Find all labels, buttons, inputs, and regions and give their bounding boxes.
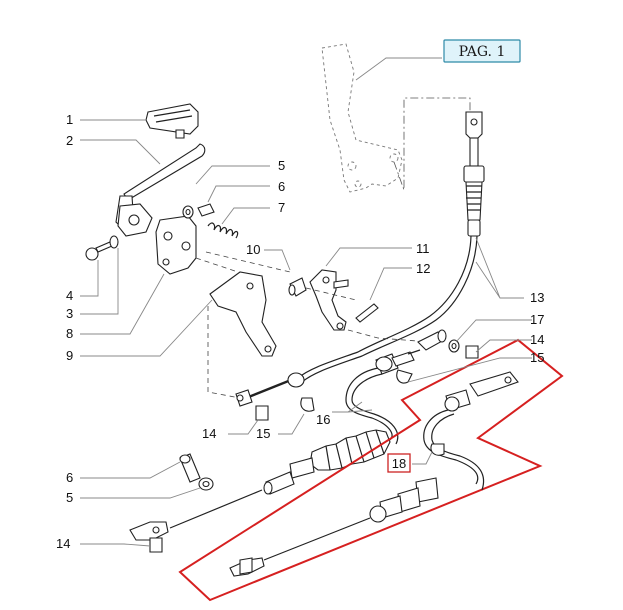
callout-14-center[interactable]: 14	[202, 426, 216, 441]
selector-cable-13[interactable]	[297, 111, 485, 383]
callout-5-lower[interactable]: 5	[66, 490, 73, 505]
callout-3[interactable]: 3	[66, 306, 73, 321]
leader-lines	[80, 119, 532, 547]
callout-17[interactable]: 17	[530, 312, 544, 327]
callout-6-lower[interactable]: 6	[66, 470, 73, 485]
clip-14-lower[interactable]	[149, 537, 163, 553]
callout-2[interactable]: 2	[66, 133, 73, 148]
lever-9[interactable]	[209, 271, 277, 357]
pin-12[interactable]	[355, 303, 379, 323]
page-reference-box[interactable]: PAG. 1	[443, 39, 521, 63]
washer-6-top[interactable]	[182, 205, 194, 219]
clip-14-upper[interactable]	[465, 345, 479, 359]
callout-18-box[interactable]: 18	[387, 453, 411, 473]
callout-6-top[interactable]: 6	[278, 179, 285, 194]
spring-7[interactable]	[207, 222, 239, 239]
washer-3[interactable]	[109, 235, 119, 249]
pedal-assembly[interactable]	[115, 103, 206, 275]
callout-1[interactable]: 1	[66, 112, 73, 127]
bolt-5-top[interactable]	[197, 203, 215, 217]
washer-6-lower[interactable]	[179, 453, 201, 483]
highlight-outline	[178, 338, 564, 602]
page-reference-label: PAG. 1	[459, 44, 506, 60]
callout-14-right[interactable]: 14	[530, 332, 544, 347]
nut-5-lower[interactable]	[198, 477, 214, 491]
callout-8[interactable]: 8	[66, 326, 73, 341]
callout-14-lower[interactable]: 14	[56, 536, 70, 551]
cable-end-center[interactable]	[235, 372, 315, 421]
callout-7[interactable]: 7	[278, 200, 285, 215]
callout-18: 18	[392, 456, 406, 471]
callout-9[interactable]: 9	[66, 348, 73, 363]
callout-labels: 1 2 4 3 8 9 5 6 7 10 11 12 13 17 14 15 1…	[56, 112, 544, 551]
gearshift-cable-16[interactable]	[129, 349, 421, 541]
callout-12[interactable]: 12	[416, 261, 430, 276]
bolt-4[interactable]	[85, 241, 113, 261]
lever-11[interactable]	[309, 269, 349, 331]
callout-4[interactable]: 4	[66, 288, 73, 303]
callout-15-center[interactable]: 15	[256, 426, 270, 441]
callout-5-top[interactable]: 5	[278, 158, 285, 173]
washer-17[interactable]	[448, 339, 460, 353]
callout-15-right[interactable]: 15	[530, 350, 544, 365]
callout-13[interactable]: 13	[530, 290, 544, 305]
callout-11[interactable]: 11	[416, 241, 430, 256]
pin-10[interactable]	[288, 277, 307, 297]
cable-end-upper[interactable]	[417, 329, 447, 351]
callout-16[interactable]: 16	[316, 412, 330, 427]
callout-10[interactable]: 10	[246, 242, 260, 257]
replacement-cable-18[interactable]	[229, 371, 519, 577]
ghost-shift-lever	[321, 43, 471, 193]
